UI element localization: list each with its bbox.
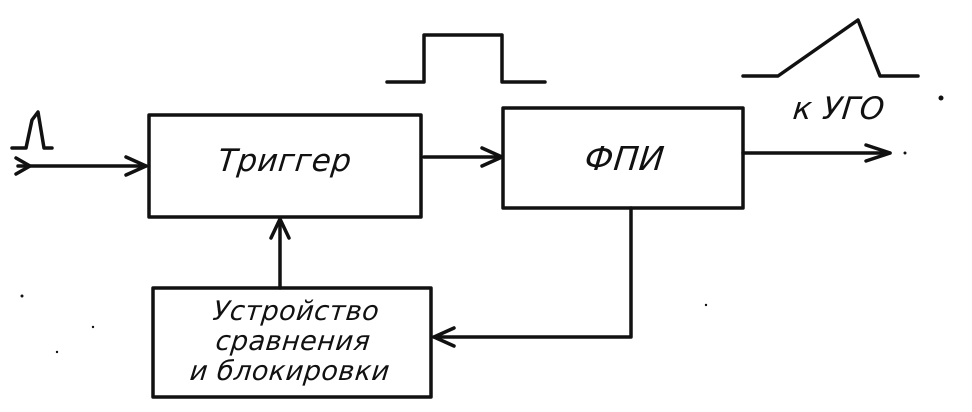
scan-speck bbox=[55, 350, 59, 354]
compare-to-trigger-arrow-head bbox=[269, 217, 291, 240]
output-arrow-head bbox=[864, 143, 892, 163]
sawtooth-waveform bbox=[741, 18, 920, 78]
rect-pulse-waveform bbox=[385, 33, 547, 84]
input-arrow-head bbox=[124, 155, 148, 177]
input-arrow-tail bbox=[14, 156, 32, 176]
fpi-block bbox=[501, 106, 745, 210]
scan-speck bbox=[91, 325, 95, 329]
compare-block bbox=[151, 286, 433, 399]
input-spike-waveform bbox=[10, 110, 54, 150]
trigger-block bbox=[147, 113, 423, 219]
output-label: к УГО bbox=[791, 91, 887, 127]
compare-label-line-3: и блокировки bbox=[188, 356, 392, 387]
compare-label-line-2: сравнения bbox=[214, 326, 373, 357]
scan-speck bbox=[704, 303, 708, 307]
feedback-arrow-head bbox=[432, 326, 456, 348]
scan-speck bbox=[20, 294, 24, 298]
compare-block-label: Устройство сравнения и блокировки bbox=[157, 296, 428, 387]
trigger-block-label: Триггер bbox=[216, 143, 354, 179]
compare-label-line-1: Устройство bbox=[211, 296, 381, 327]
fpi-block-label: ФПИ bbox=[582, 139, 667, 178]
scan-speck bbox=[903, 151, 907, 155]
scan-speck bbox=[938, 95, 944, 101]
fpi-feedback-line bbox=[432, 206, 633, 339]
